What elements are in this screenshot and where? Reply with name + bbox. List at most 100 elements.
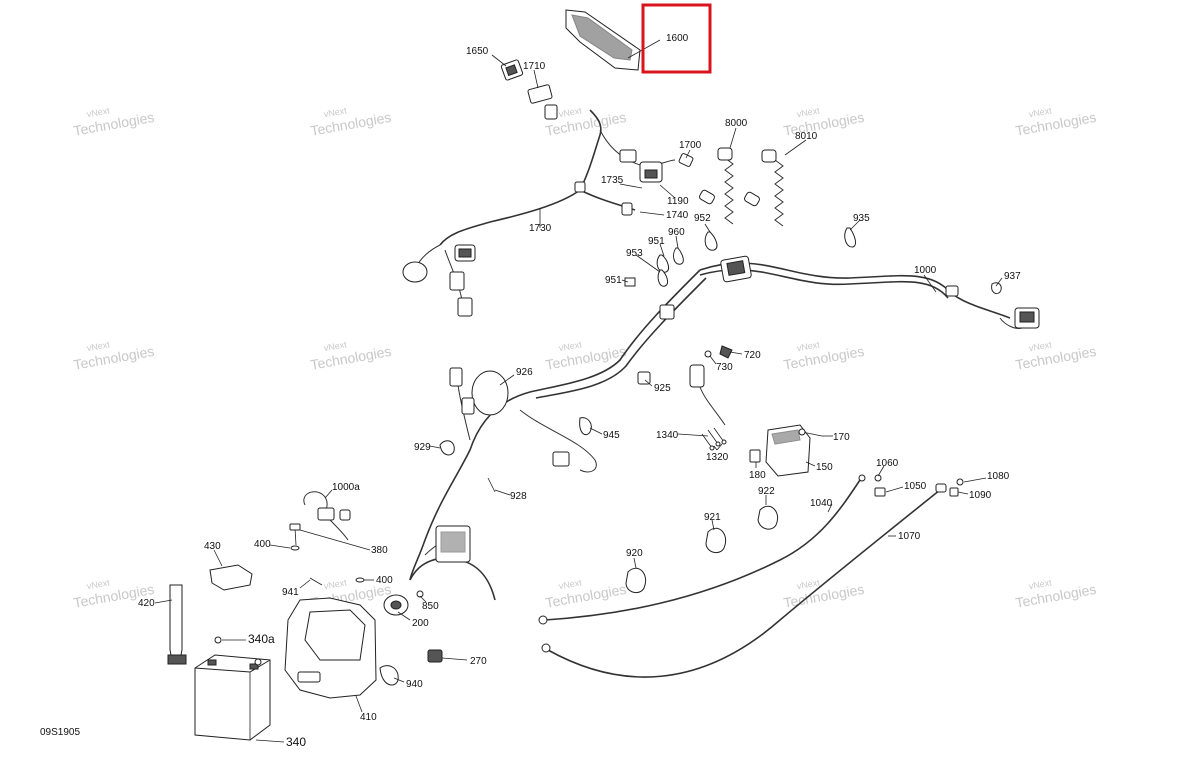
- callout-420[interactable]: 420: [138, 598, 155, 609]
- part-937-clip[interactable]: [991, 282, 1002, 295]
- callout-937[interactable]: 937: [1004, 271, 1021, 282]
- part-1040-cable[interactable]: [538, 474, 866, 625]
- callout-1650[interactable]: 1650: [466, 46, 489, 57]
- callout-720[interactable]: 720: [744, 350, 761, 361]
- callout-850[interactable]: 850: [422, 601, 439, 612]
- part-922-boot[interactable]: [757, 505, 778, 530]
- callout-1070[interactable]: 1070: [898, 531, 921, 542]
- part-1710-connector[interactable]: [527, 84, 553, 104]
- callout-340a[interactable]: 340a: [248, 632, 275, 646]
- part-200-relay[interactable]: [383, 594, 409, 616]
- watermark: vNext Technologies: [544, 339, 627, 372]
- part-1060-bolt[interactable]: [874, 474, 882, 482]
- part-400-washer-2[interactable]: [355, 577, 365, 583]
- callout-921[interactable]: 921: [704, 512, 721, 523]
- part-1070-cable[interactable]: [541, 483, 947, 678]
- part-1730-harness-branch[interactable]: [402, 244, 476, 317]
- harness-connectors-top: [544, 104, 694, 216]
- callout-941[interactable]: 941: [282, 587, 299, 598]
- callout-380[interactable]: 380: [371, 545, 388, 556]
- part-940-clamp[interactable]: [379, 665, 399, 686]
- callout-1190[interactable]: 1190: [667, 196, 689, 207]
- callout-400-lower[interactable]: 400: [376, 575, 393, 586]
- callout-1320[interactable]: 1320: [706, 452, 729, 463]
- part-941-pin[interactable]: [309, 577, 323, 586]
- part-400-washer[interactable]: [290, 545, 300, 551]
- callout-1730[interactable]: 1730: [529, 223, 552, 234]
- part-1650-switch[interactable]: [500, 59, 524, 81]
- part-926-loop[interactable]: [449, 367, 509, 416]
- part-380-screw[interactable]: [289, 523, 301, 546]
- callout-1050[interactable]: 1050: [904, 481, 927, 492]
- part-850-nut[interactable]: [416, 590, 424, 598]
- part-1050-nut[interactable]: [874, 487, 886, 497]
- callout-945[interactable]: 945: [603, 430, 620, 441]
- part-180-nut[interactable]: [749, 449, 761, 463]
- callout-8010[interactable]: 8010: [795, 131, 818, 142]
- part-720-clip[interactable]: [719, 345, 733, 359]
- callout-1735[interactable]: 1735: [601, 175, 624, 186]
- part-1000a-sensor[interactable]: [303, 491, 351, 541]
- callout-1740[interactable]: 1740: [666, 210, 689, 221]
- callout-960[interactable]: 960: [668, 227, 685, 238]
- callout-951-lower[interactable]: 951: [605, 275, 622, 286]
- callout-925[interactable]: 925: [654, 383, 671, 394]
- callout-8000[interactable]: 8000: [725, 118, 748, 129]
- callout-928[interactable]: 928: [510, 491, 527, 502]
- callout-270[interactable]: 270: [470, 656, 487, 667]
- part-430-bracket[interactable]: [209, 564, 253, 591]
- callout-410[interactable]: 410: [360, 712, 377, 723]
- callout-430[interactable]: 430: [204, 541, 221, 552]
- callout-1090[interactable]: 1090: [969, 490, 992, 501]
- part-920-boot[interactable]: [625, 567, 646, 594]
- callout-170[interactable]: 170: [833, 432, 850, 443]
- part-410-battery-tray[interactable]: [284, 597, 377, 699]
- callout-952[interactable]: 952: [694, 213, 711, 224]
- callout-340[interactable]: 340: [286, 735, 306, 749]
- callout-1000[interactable]: 1000: [914, 265, 937, 276]
- part-1600-instrument-cluster[interactable]: [565, 9, 641, 71]
- part-170-bolt[interactable]: [798, 428, 823, 437]
- part-420-strap[interactable]: [167, 584, 187, 665]
- part-150-module[interactable]: [765, 424, 811, 477]
- callout-1060[interactable]: 1060: [876, 458, 899, 469]
- part-8010-coil-cable[interactable]: [743, 149, 784, 227]
- watermark: vNext Technologies: [72, 339, 155, 372]
- part-945-clip[interactable]: [552, 417, 592, 467]
- part-1090-nut[interactable]: [949, 487, 959, 497]
- part-1000-rear-connector[interactable]: [945, 285, 1040, 329]
- callout-935[interactable]: 935: [853, 213, 870, 224]
- callout-labels: 1600 1650 1710 1700 1735 1190 1740 1730 …: [138, 33, 1021, 749]
- callout-180[interactable]: 180: [749, 470, 766, 481]
- part-925-clip[interactable]: [637, 371, 651, 385]
- part-921-boot[interactable]: [705, 527, 726, 554]
- callout-951[interactable]: 951: [648, 236, 665, 247]
- part-1080-bolt[interactable]: [956, 478, 964, 486]
- callout-200[interactable]: 200: [412, 618, 429, 629]
- callout-150[interactable]: 150: [816, 462, 833, 473]
- callout-922[interactable]: 922: [758, 486, 775, 497]
- callout-1700[interactable]: 1700: [679, 140, 702, 151]
- part-340a-screw[interactable]: [214, 636, 262, 666]
- callout-1340[interactable]: 1340: [656, 430, 679, 441]
- part-340-battery[interactable]: [194, 654, 271, 741]
- part-928-pin[interactable]: [487, 477, 496, 493]
- part-8000-coil-cable[interactable]: [698, 147, 734, 225]
- part-270-connector[interactable]: [427, 649, 443, 663]
- callout-940[interactable]: 940: [406, 679, 423, 690]
- callout-920[interactable]: 920: [626, 548, 643, 559]
- callout-1040[interactable]: 1040: [810, 498, 833, 509]
- callout-1000a[interactable]: 1000a: [332, 482, 360, 493]
- callout-1080[interactable]: 1080: [987, 471, 1010, 482]
- callout-1710[interactable]: 1710: [523, 61, 546, 72]
- part-730-screw[interactable]: [704, 350, 712, 358]
- svg-text:vNext: vNext: [796, 577, 821, 591]
- callout-926[interactable]: 926: [516, 367, 533, 378]
- callout-400[interactable]: 400: [254, 539, 271, 550]
- callout-953[interactable]: 953: [626, 248, 643, 259]
- callout-1600[interactable]: 1600: [666, 33, 689, 44]
- callout-929[interactable]: 929: [414, 442, 431, 453]
- callout-730[interactable]: 730: [716, 362, 733, 373]
- part-929-clip[interactable]: [439, 440, 455, 456]
- part-1340-1320-screws[interactable]: [701, 427, 727, 451]
